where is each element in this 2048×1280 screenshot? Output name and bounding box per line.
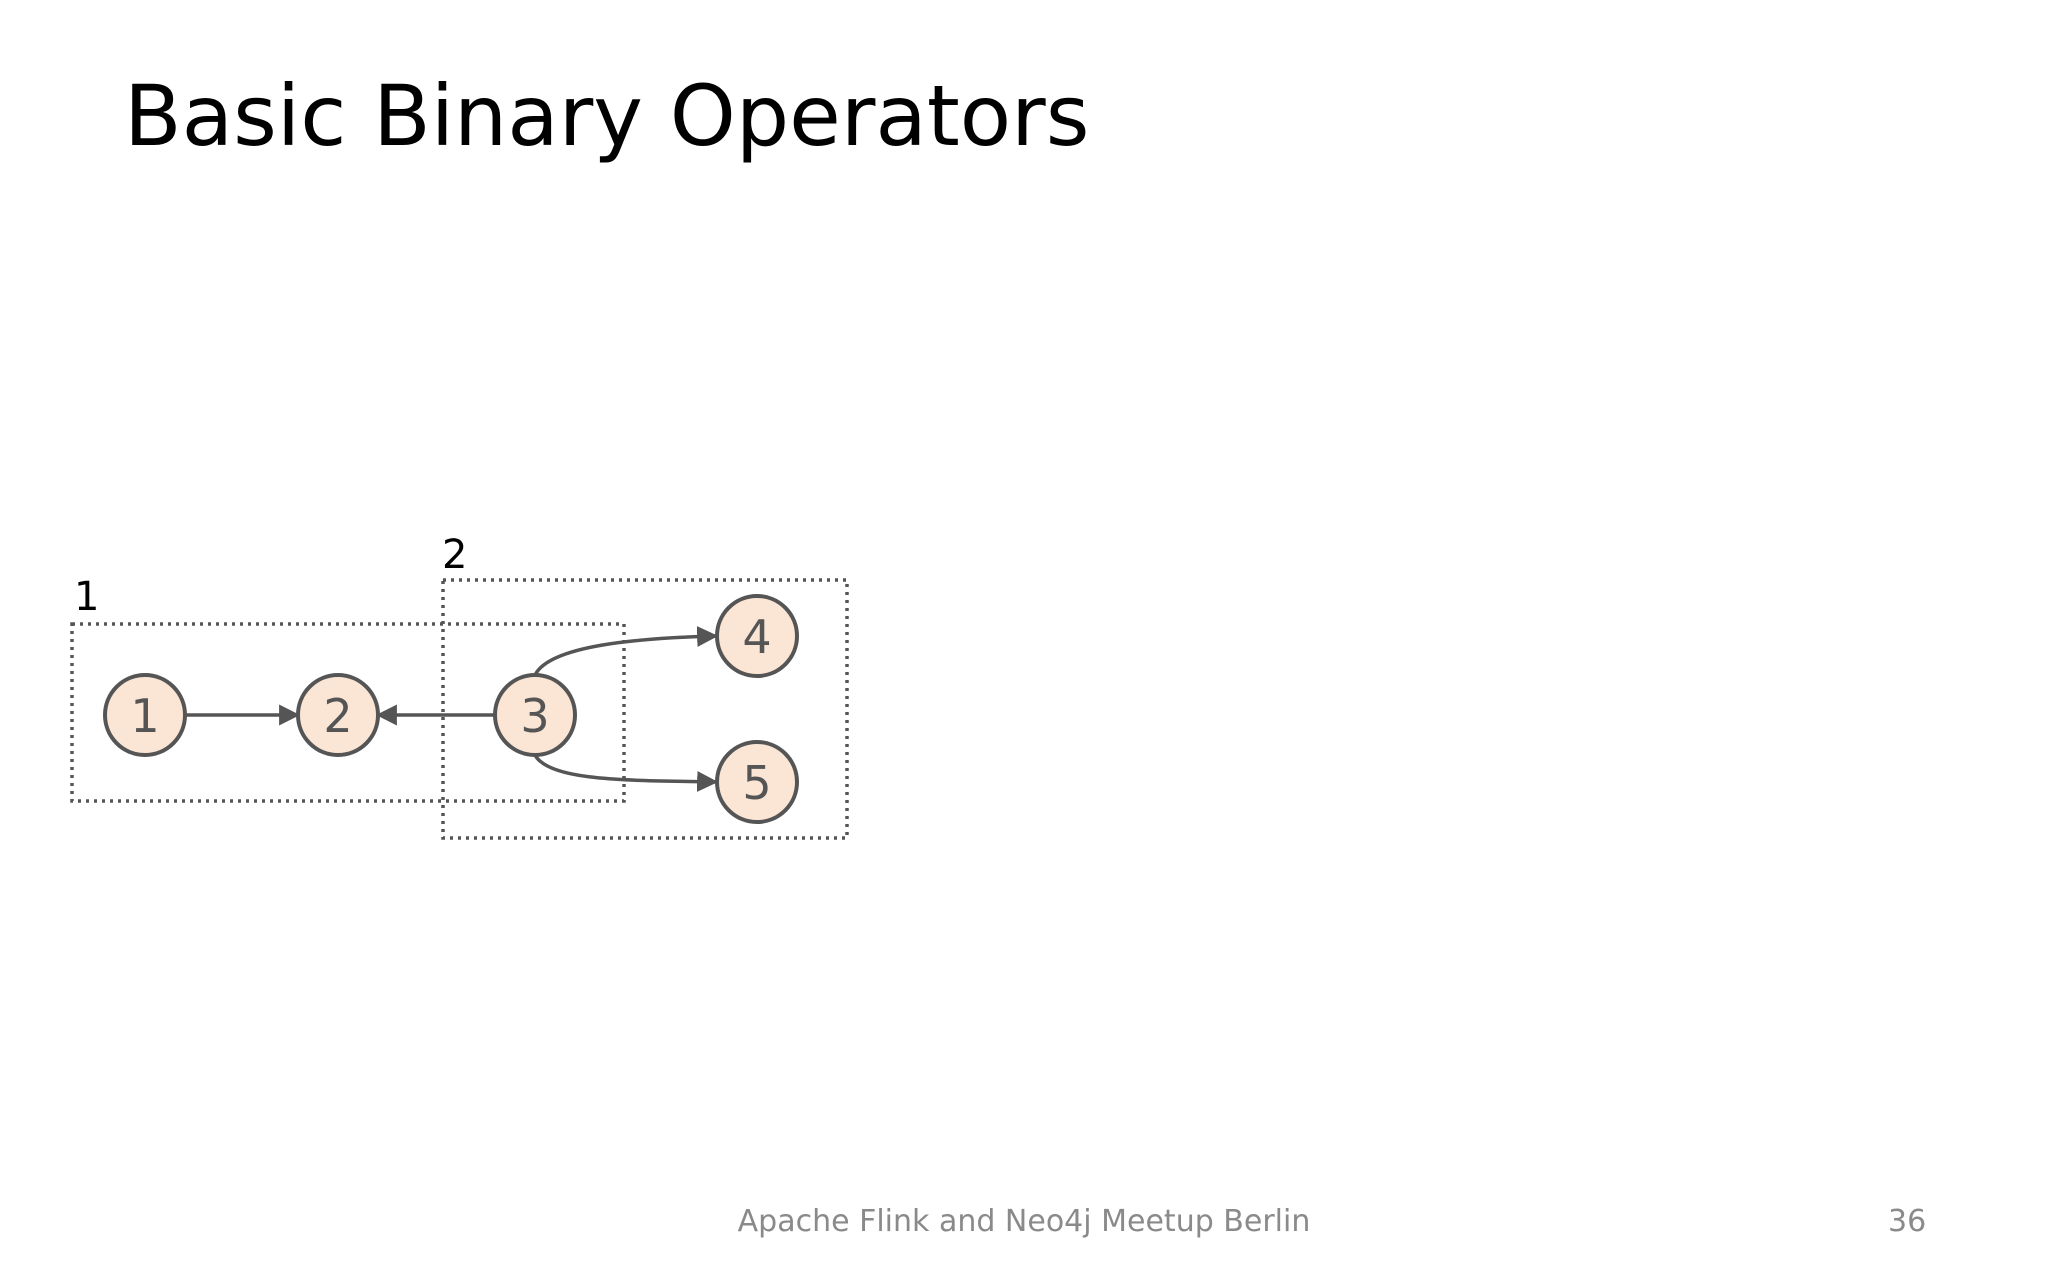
node-5-label: 5 [742,756,771,810]
group-2-label: 2 [442,532,468,578]
node-5: 5 [715,740,799,824]
slide-footer: Apache Flink and Neo4j Meetup Berlin [737,1204,1311,1239]
slide-page-number: 36 [1888,1204,1927,1239]
node-3-label: 3 [520,689,549,743]
edge-3-to-4 [533,626,719,676]
edge-3-to-5 [533,754,719,793]
slide-title: Basic Binary Operators [124,67,1090,165]
node-1: 1 [103,673,187,757]
group-2-border [441,578,849,840]
group-1-label: 1 [74,574,100,620]
node-2-label: 2 [323,689,352,743]
node-4-label: 4 [742,610,771,664]
node-4: 4 [715,594,799,678]
group-1-border [70,622,626,803]
node-2: 2 [296,673,380,757]
node-3: 3 [493,673,577,757]
node-1-label: 1 [130,689,159,743]
